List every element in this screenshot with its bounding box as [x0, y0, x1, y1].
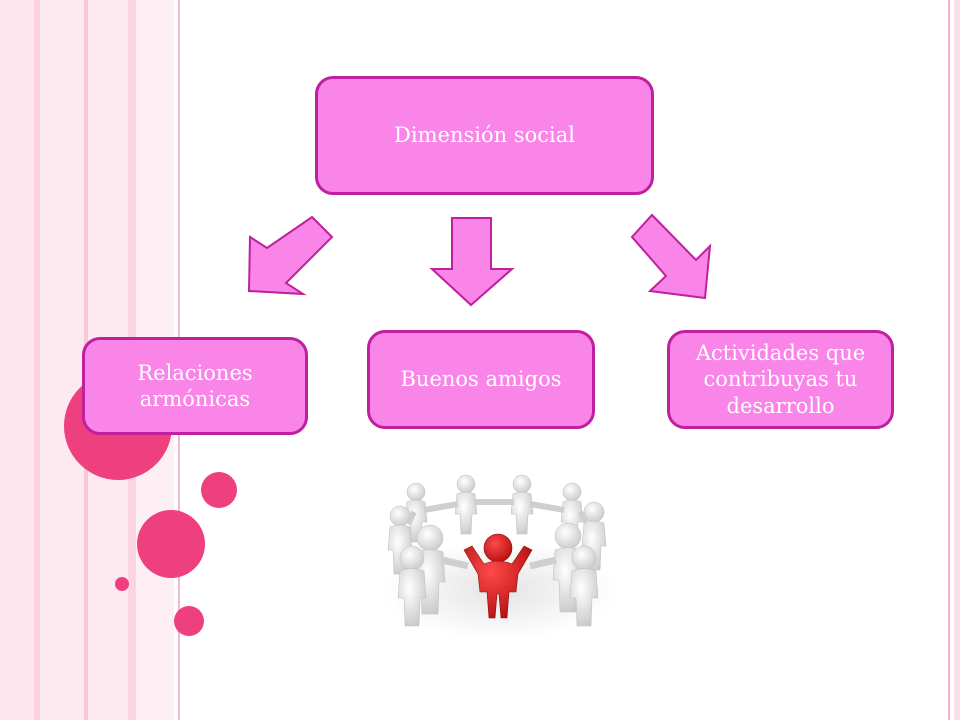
decor-stripe	[948, 0, 950, 720]
leader-figure	[463, 533, 533, 619]
team-illustration-svg	[382, 474, 618, 640]
child-node-relaciones: Relaciones armónicas	[82, 337, 308, 435]
child-node-label: Buenos amigos	[400, 367, 562, 392]
arrow-to-buenos-amigos	[429, 217, 515, 307]
decor-stripe	[34, 0, 40, 720]
arrow-to-actividades	[630, 213, 712, 300]
decor-circle-small	[115, 577, 129, 591]
decor-stripe	[954, 0, 960, 720]
decor-circle	[201, 472, 237, 508]
child-node-label: Actividades que contribuyas tu desarroll…	[695, 341, 866, 418]
team-illustration	[376, 470, 624, 646]
decor-circle	[174, 606, 204, 636]
child-node-buenos-amigos: Buenos amigos	[367, 330, 595, 429]
decor-stripe	[0, 0, 34, 720]
decor-stripe	[40, 0, 84, 720]
child-node-actividades: Actividades que contribuyas tu desarroll…	[667, 330, 894, 429]
root-node-dimension-social: Dimensión social	[315, 76, 654, 195]
root-node-label: Dimensión social	[394, 123, 575, 148]
arrow-to-relaciones	[247, 215, 334, 296]
decor-circle	[137, 510, 205, 578]
child-node-label: Relaciones armónicas	[137, 360, 253, 411]
